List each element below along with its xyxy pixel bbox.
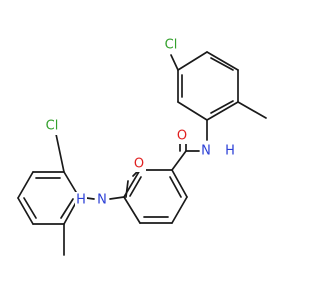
label-bg [96,192,108,208]
double-bond-inner [210,100,234,114]
bond [123,196,141,224]
c-n-bond-left [109,196,125,200]
structure-diagram: Cl Cl N H N H O O [17,36,267,256]
label-bg [132,156,146,172]
carbonyl-oxygen-right-label: O [177,129,187,144]
double-bond-inner [60,198,74,219]
carbonyl-oxygen-left-label: O [134,157,144,172]
amide-h-left-label: H [76,193,86,208]
amide-n-left-label: N [97,193,107,208]
label-bg [75,192,87,208]
bond [17,171,34,199]
chlorine-top-label: Cl [165,38,178,53]
methyl-bond-top [237,101,267,119]
label-bg [175,128,189,144]
bond [206,101,239,121]
bond [171,196,188,224]
amide-h-right-label: H [225,144,235,159]
double-bond-inner [23,197,37,219]
atom-label-layer: Cl Cl N H N H O O [41,36,236,208]
bond [206,51,239,71]
double-bond-inner [129,176,142,197]
bond [171,169,188,198]
bond [17,197,34,225]
label-bg [41,117,63,135]
c-cl-bond-left [55,133,65,173]
chlorine-left-label: Cl [46,119,59,134]
amide-c-bond-left [125,180,129,198]
double-bond-inner [210,57,234,71]
bond [177,101,208,121]
double-bond-inner [169,176,182,198]
bond-layer [17,51,267,256]
label-bg [224,143,236,159]
amide-c-ring-bond-right [171,150,187,171]
label-bg [160,36,182,54]
bond [177,51,208,71]
c-cl-bond-top [170,54,179,71]
label-bg [200,143,212,159]
amide-n-right-label: N [201,144,211,159]
